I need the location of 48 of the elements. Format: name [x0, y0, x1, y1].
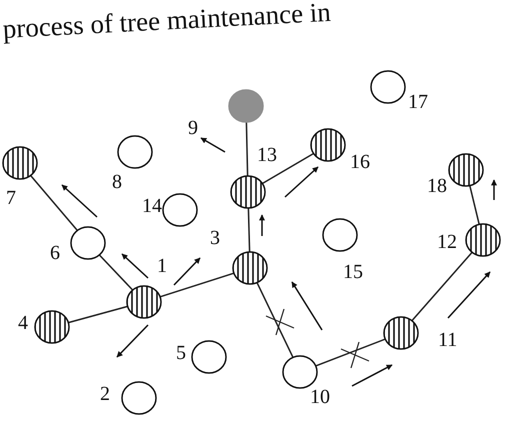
- node-number: 5: [176, 343, 186, 363]
- striped-circle: [230, 175, 266, 209]
- connector-line: [248, 208, 250, 252]
- connector-line: [160, 272, 234, 298]
- node-number: 8: [112, 172, 122, 192]
- node-number: 4: [18, 313, 28, 333]
- node-number: 10: [310, 387, 330, 407]
- caption-text: process of tree maintenance in: [2, 0, 332, 44]
- empty-circle: [282, 355, 318, 389]
- empty-circle: [162, 193, 198, 227]
- node-number: 7: [6, 188, 16, 208]
- node-number: 14: [142, 196, 162, 216]
- striped-circle: [2, 146, 38, 180]
- cut-connector: [256, 282, 295, 358]
- node-number: 6: [50, 243, 60, 263]
- striped-circle: [232, 251, 268, 285]
- connector-line: [469, 185, 480, 225]
- striped-circle: [34, 310, 70, 344]
- node-number: 2: [100, 384, 110, 404]
- empty-circle: [322, 218, 358, 252]
- node-number: 15: [343, 262, 363, 282]
- empty-circle: [121, 381, 157, 415]
- node-number: 17: [408, 92, 428, 112]
- node-number: 13: [257, 145, 277, 165]
- striped-circle: [465, 223, 501, 257]
- cut-connector: [315, 338, 386, 369]
- striped-circle: [383, 316, 419, 350]
- empty-circle: [117, 135, 153, 169]
- node-number: 3: [210, 228, 220, 248]
- node-number: 16: [350, 152, 370, 172]
- empty-circle: [191, 340, 227, 374]
- striped-circle: [310, 128, 346, 162]
- connector-line: [262, 152, 314, 184]
- node-number: 11: [438, 330, 458, 350]
- filled-circle: [228, 89, 264, 123]
- empty-circle: [370, 70, 406, 104]
- node-number: 12: [437, 232, 457, 252]
- connector-line: [411, 252, 473, 322]
- node-number: 9: [188, 118, 198, 138]
- connector-line: [246, 122, 248, 176]
- node-number: 18: [427, 176, 447, 196]
- connector-line: [68, 306, 128, 324]
- connector-line: [30, 175, 78, 231]
- node-number: 1: [157, 256, 167, 276]
- striped-circle: [126, 285, 162, 319]
- empty-circle: [70, 226, 106, 260]
- connector-line: [98, 254, 134, 291]
- striped-circle: [448, 153, 484, 187]
